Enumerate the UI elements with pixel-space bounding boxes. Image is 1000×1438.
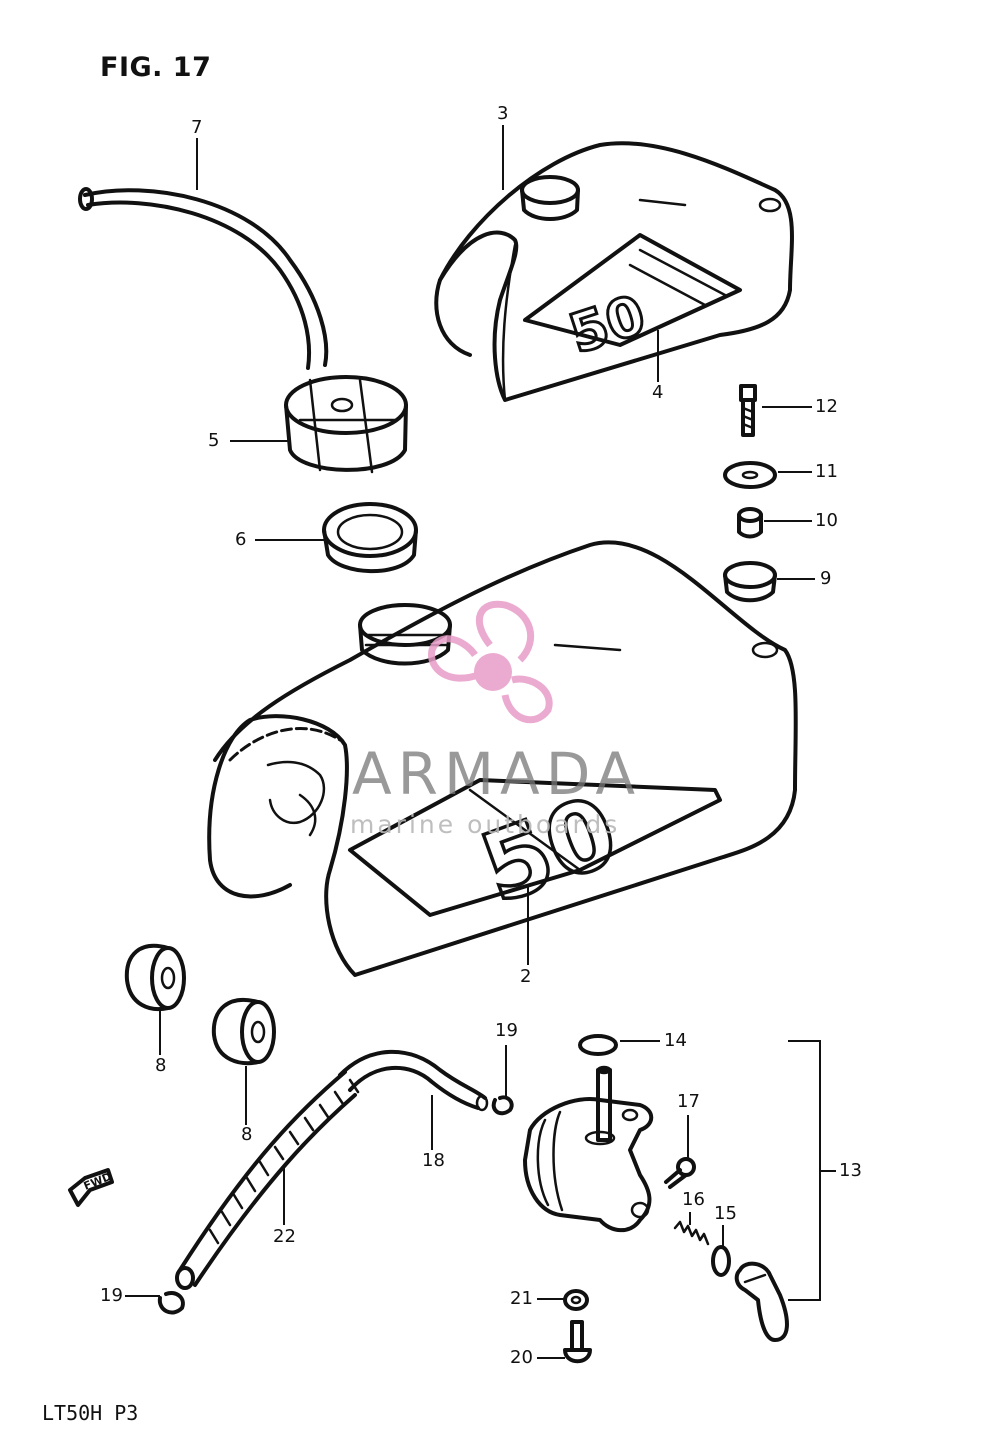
part-19-clip-b xyxy=(157,1291,185,1315)
part-6-cap-gasket xyxy=(322,502,418,574)
part-14-o-ring xyxy=(578,1034,618,1056)
callout-11: 11 xyxy=(815,461,838,482)
callout-8b: 8 xyxy=(241,1124,253,1145)
callout-2: 2 xyxy=(520,966,532,987)
callout-22: 22 xyxy=(273,1226,296,1247)
watermark-propeller-icon xyxy=(428,600,553,724)
watermark-brand: ARMADA xyxy=(352,740,642,808)
callout-5: 5 xyxy=(208,430,220,451)
part-lever xyxy=(734,1261,789,1342)
watermark-tagline: marine outboards xyxy=(350,810,621,839)
part-8-cushion-b xyxy=(211,998,276,1066)
part-22-hose-protector xyxy=(175,1070,360,1290)
part-21-washer xyxy=(563,1289,589,1311)
callout-15: 15 xyxy=(714,1203,737,1224)
callout-14: 14 xyxy=(664,1030,687,1051)
part-18-fuel-hose xyxy=(338,1049,489,1112)
part-16-spring xyxy=(673,1220,710,1246)
part-15-o-ring xyxy=(711,1245,731,1277)
callout-4: 4 xyxy=(652,382,664,403)
callout-6: 6 xyxy=(235,529,247,550)
callout-17: 17 xyxy=(677,1091,700,1112)
part-20-screw xyxy=(563,1320,592,1364)
part-19-clip-a xyxy=(491,1095,514,1116)
part-12-bolt xyxy=(739,384,757,437)
callout-19a: 19 xyxy=(495,1020,518,1041)
part-10-collar xyxy=(737,507,763,539)
forward-direction-arrow: FWD xyxy=(68,1168,114,1207)
callout-16: 16 xyxy=(682,1189,705,1210)
callout-21: 21 xyxy=(510,1288,533,1309)
part-5-fuel-cap xyxy=(284,375,408,474)
callout-19b: 19 xyxy=(100,1285,123,1306)
part-3-upper-tank: 50 xyxy=(434,141,794,402)
callout-18: 18 xyxy=(422,1150,445,1171)
forward-arrow-label: FWD xyxy=(82,1170,114,1193)
callout-13: 13 xyxy=(839,1160,862,1181)
part-11-washer xyxy=(723,461,777,489)
figure-title: FIG. 17 xyxy=(100,52,212,83)
callout-9: 9 xyxy=(820,568,832,589)
leader-lines xyxy=(125,125,836,1359)
callout-7: 7 xyxy=(191,117,203,138)
part-7-breather-hose xyxy=(78,187,329,370)
part-9-cushion xyxy=(723,561,777,603)
model-code: LT50H P3 xyxy=(42,1401,139,1425)
part-13-fuel-cock xyxy=(523,1065,654,1233)
upper-tank-badge: 50 xyxy=(562,283,653,366)
callout-12: 12 xyxy=(815,396,838,417)
callout-8a: 8 xyxy=(155,1055,167,1076)
callout-20: 20 xyxy=(510,1347,533,1368)
callout-10: 10 xyxy=(815,510,838,531)
part-8-cushion-a xyxy=(124,943,186,1011)
part-17-screw xyxy=(664,1157,696,1189)
callout-3: 3 xyxy=(497,103,509,124)
